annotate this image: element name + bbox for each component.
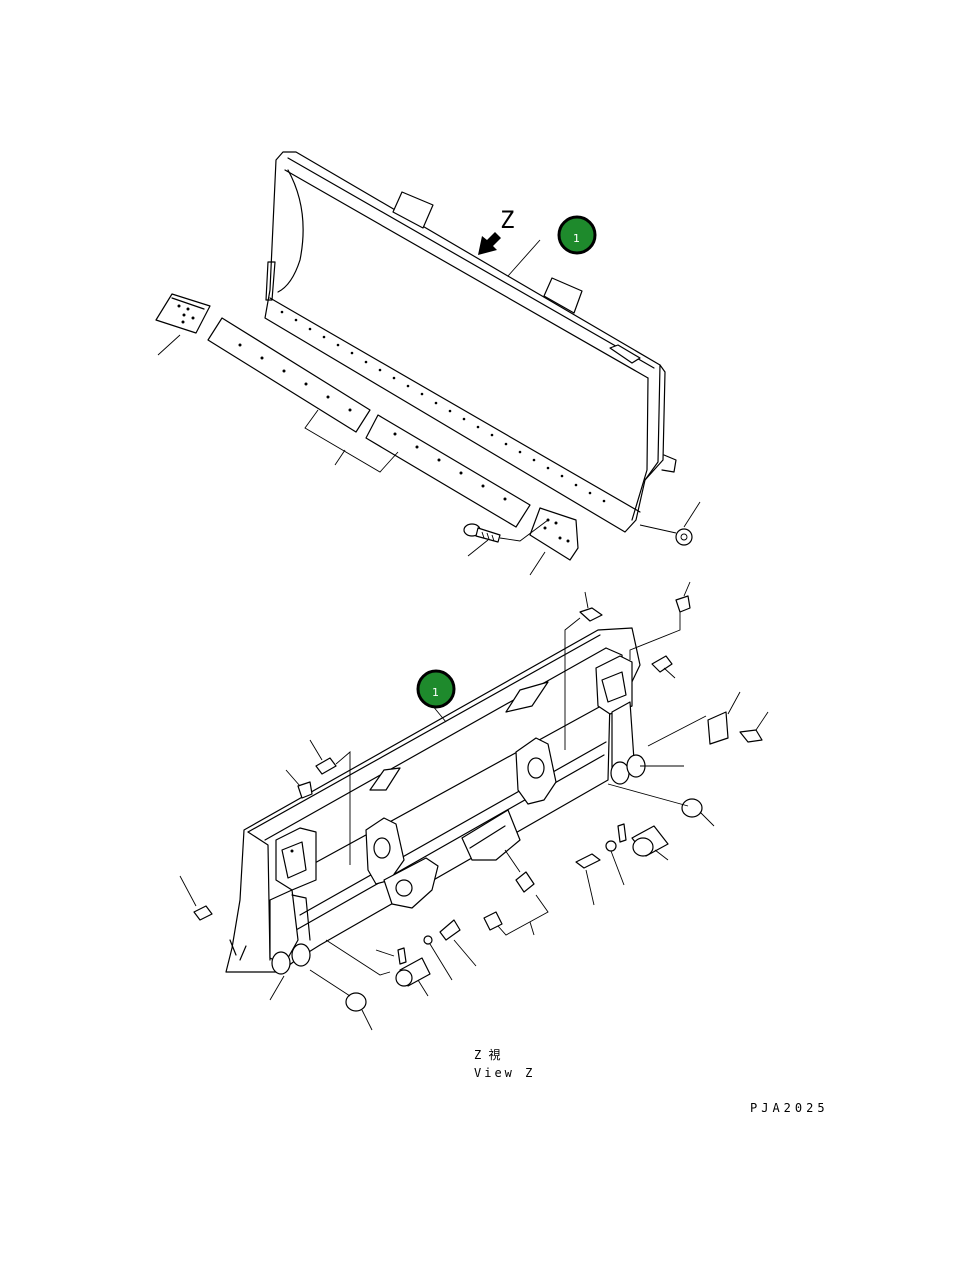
cutting-edge-left bbox=[207, 317, 371, 433]
callout-label: 1 bbox=[432, 686, 439, 699]
grease-fittings bbox=[179, 581, 691, 936]
view-z-arrow: Z bbox=[478, 206, 514, 255]
callout-badge-bottom: 1 bbox=[416, 669, 456, 709]
plow-bolt bbox=[463, 519, 549, 557]
view-arrow-label: Z bbox=[500, 206, 514, 234]
end-bit-left bbox=[155, 293, 211, 356]
drawing-code: PJA2025 bbox=[750, 1101, 829, 1115]
view-caption-jp: Z 視 bbox=[474, 1047, 500, 1062]
end-bit-right bbox=[529, 507, 579, 576]
callout-label: 1 bbox=[573, 232, 580, 245]
cutting-edge-holes bbox=[280, 310, 606, 503]
cutting-edge-right bbox=[365, 414, 531, 528]
view-caption-en: View Z bbox=[474, 1066, 535, 1080]
nut bbox=[639, 501, 701, 546]
blade-front-assembly: Z bbox=[264, 151, 677, 533]
blade-rear-assembly bbox=[225, 627, 646, 975]
pins-and-bolts bbox=[269, 691, 769, 1031]
callout-badge-top: 1 bbox=[557, 215, 597, 255]
